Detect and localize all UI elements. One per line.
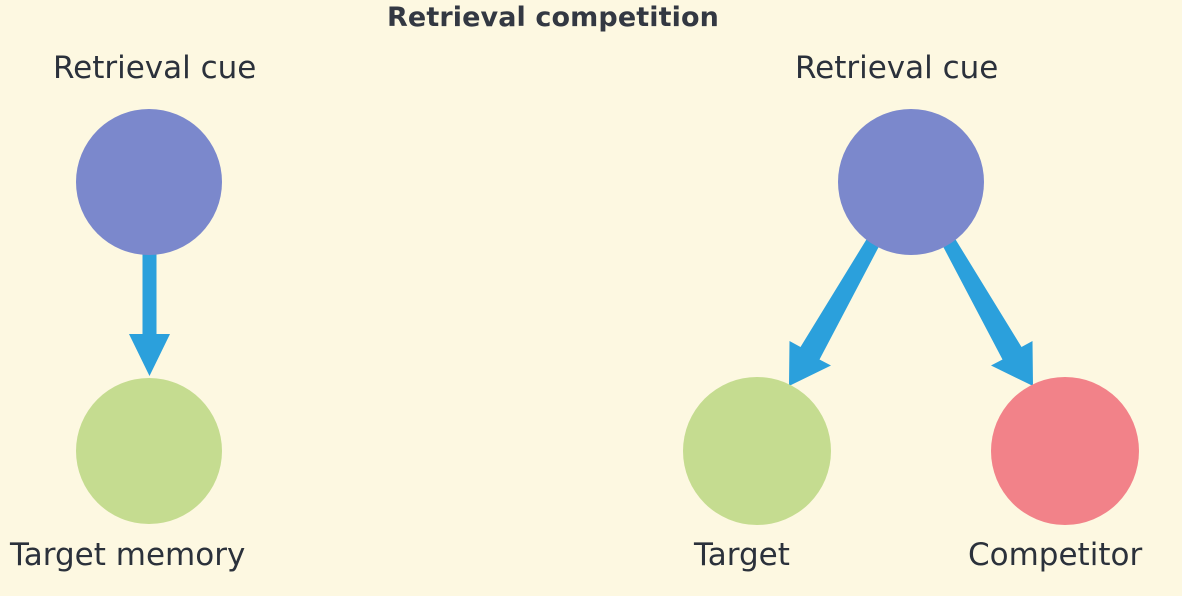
- figure-title: Retrieval competition: [387, 2, 719, 33]
- node-left-retrieval-cue: [76, 109, 222, 255]
- node-right-retrieval-cue: [838, 109, 984, 255]
- label-right-competitor: Competitor: [968, 537, 1143, 573]
- node-right-competitor: [991, 377, 1139, 525]
- label-left-target-memory: Target memory: [10, 537, 246, 573]
- single-retrieval-panel: [76, 109, 222, 524]
- node-right-target: [683, 377, 831, 525]
- arrow-right-cue-to-competitor: [941, 234, 1033, 386]
- competition-panel: [683, 109, 1139, 525]
- arrow-left-cue-to-target: [129, 252, 170, 376]
- arrow-right-cue-to-target: [789, 234, 881, 386]
- label-left-retrieval-cue: Retrieval cue: [53, 50, 257, 86]
- node-left-target-memory: [76, 378, 222, 524]
- label-right-target: Target: [694, 537, 790, 573]
- label-right-retrieval-cue: Retrieval cue: [795, 50, 999, 86]
